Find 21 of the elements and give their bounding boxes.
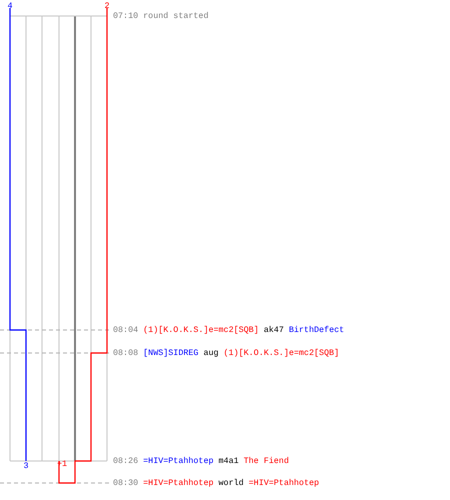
event-time: 08:04 <box>113 325 138 335</box>
weapon-name: aug <box>203 348 219 358</box>
weapon-name: ak47 <box>264 325 284 335</box>
player-name: The Fiend <box>244 456 289 466</box>
event-time: 08:08 <box>113 348 138 358</box>
player-name: =HIV=Ptahhotep <box>143 478 214 488</box>
weapon-name: m4a1 <box>218 456 239 466</box>
event-time: 08:26 <box>113 456 138 466</box>
player-name: =HIV=Ptahhotep <box>143 456 214 466</box>
player-name: (1)[K.O.K.S.]e=mc2[SQB] <box>143 325 259 335</box>
player-name: (1)[K.O.K.S.]e=mc2[SQB] <box>224 348 340 358</box>
player-count: 4 <box>8 1 13 11</box>
weapon-name: world <box>218 478 244 488</box>
event-text: round started <box>143 11 208 21</box>
player-name: BirthDefect <box>288 325 344 335</box>
player-count: 3 <box>24 461 29 471</box>
event-time: 07:10 <box>113 11 138 21</box>
player-name: =HIV=Ptahhotep <box>248 478 320 488</box>
player-name: [NWS]SIDREG <box>143 348 198 358</box>
event-time: 08:30 <box>113 478 138 488</box>
player-count: 2 <box>104 1 110 11</box>
